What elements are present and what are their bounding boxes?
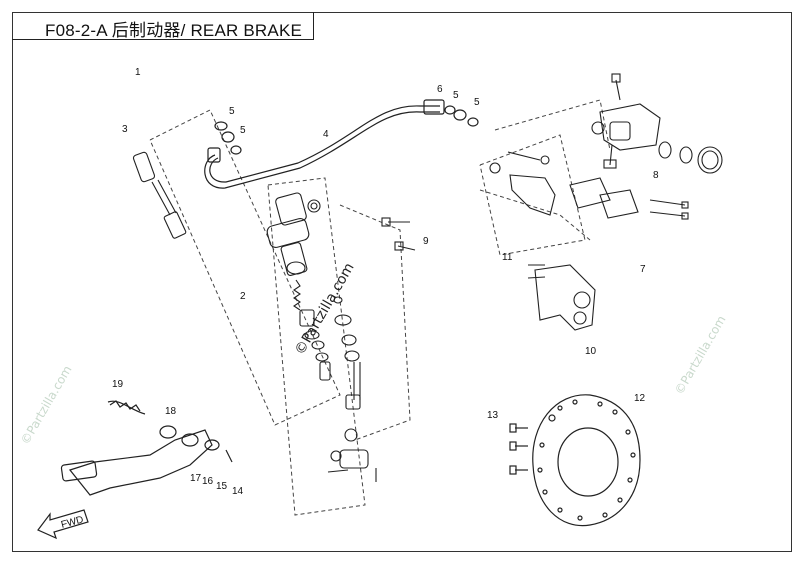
callout-18: 18 — [165, 406, 177, 417]
callout-3: 3 — [122, 124, 128, 135]
callout-14: 14 — [232, 486, 244, 497]
bolts-part-9 — [381, 217, 416, 251]
callout-11: 11 — [502, 252, 513, 263]
callout-13: 13 — [487, 410, 499, 421]
callout-5-c: 5 — [453, 90, 459, 101]
brake-hose-part — [204, 99, 479, 189]
brake-pedal-part — [60, 400, 233, 496]
callout-10: 10 — [585, 346, 597, 357]
caliper-bracket-part — [527, 264, 596, 331]
diagram-title: F08-2-A 后制动器/ REAR BRAKE — [45, 21, 303, 40]
callout-5-d: 5 — [474, 97, 480, 108]
callout-15: 15 — [216, 481, 228, 492]
title-box — [12, 12, 314, 40]
callout-7: 7 — [640, 264, 646, 275]
callout-17: 17 — [190, 473, 202, 484]
callout-5-a: 5 — [229, 106, 235, 117]
callout-9: 9 — [423, 236, 429, 247]
master-cylinder-part — [266, 192, 377, 482]
callout-4: 4 — [323, 129, 329, 140]
callout-19: 19 — [112, 379, 124, 390]
callout-1: 1 — [135, 67, 141, 78]
callout-12: 12 — [634, 393, 646, 404]
callout-5-b: 5 — [240, 125, 246, 136]
callout-8: 8 — [653, 170, 659, 181]
callout-2: 2 — [240, 291, 246, 302]
callout-16: 16 — [202, 476, 214, 487]
callout-6: 6 — [437, 84, 443, 95]
diagram-frame — [12, 12, 792, 552]
fwd-label: FWD — [60, 514, 85, 531]
brake-switch-part — [132, 151, 187, 239]
brake-disc-part — [509, 394, 641, 527]
fwd-arrow — [37, 509, 89, 540]
leader-lines — [149, 99, 611, 516]
callout-labels: 1 2 3 4 5 5 5 5 6 7 8 9 10 11 12 13 14 1… — [112, 67, 659, 497]
caliper-part — [489, 73, 723, 220]
